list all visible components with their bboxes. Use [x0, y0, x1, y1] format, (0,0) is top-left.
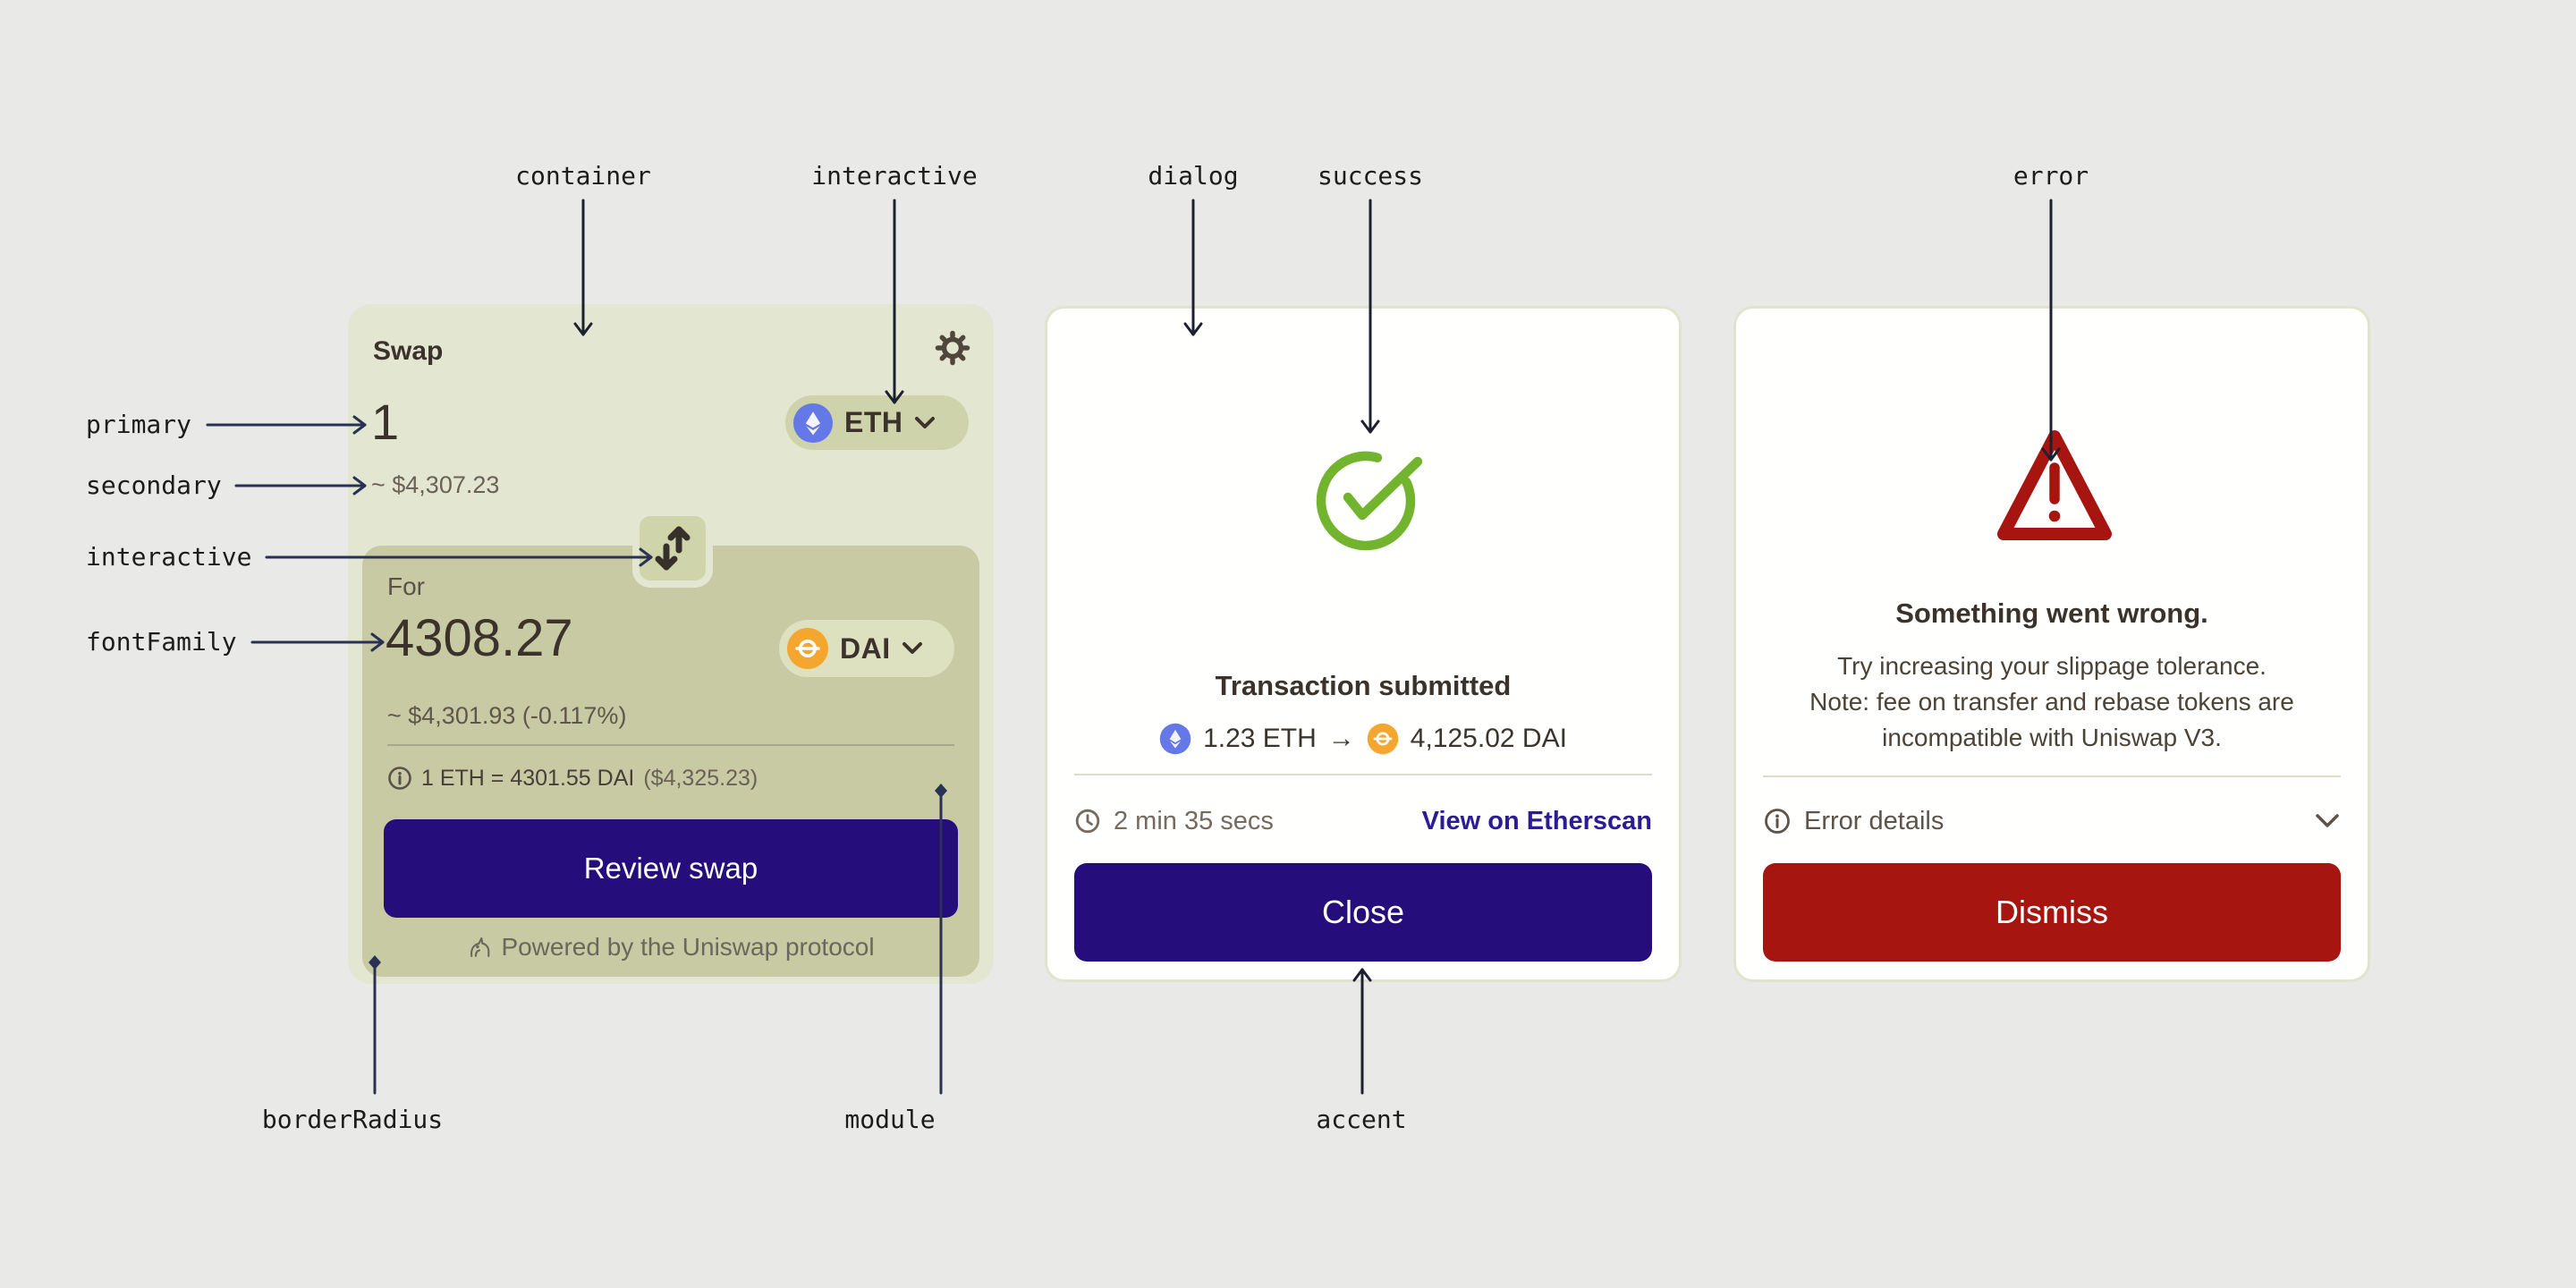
- error-details-expander[interactable]: Error details: [1763, 803, 2341, 839]
- eth-token-icon: [1159, 723, 1191, 755]
- success-dialog-title: Transaction submitted: [1215, 670, 1512, 701]
- annotation-accent: accent: [1316, 1105, 1407, 1134]
- annotation-interactive-top: interactive: [811, 161, 978, 191]
- review-swap-button[interactable]: Review swap: [384, 819, 958, 918]
- chevron-down-icon: [914, 416, 935, 428]
- dai-token-icon: [1367, 723, 1399, 755]
- sent-amount: 1.23 ETH: [1203, 724, 1317, 753]
- module-divider: [387, 744, 954, 746]
- error-body-line: Note: fee on transfer and rebase tokens …: [1809, 688, 2294, 716]
- annotation-success: success: [1317, 161, 1424, 191]
- exchange-rate-row: 1 ETH = 4301.55 DAI ($4,325.23): [387, 764, 758, 792]
- transaction-meta-row: 2 min 35 secs View on Etherscan: [1074, 803, 1652, 839]
- sell-amount-input[interactable]: 1: [371, 394, 400, 450]
- chevron-down-icon: [902, 642, 922, 654]
- swap-summary-row: 1.23 ETH → 4,125.02 DAI: [1047, 722, 1679, 756]
- settings-button[interactable]: [933, 328, 972, 368]
- transaction-duration: 2 min 35 secs: [1114, 806, 1274, 835]
- error-dialog-body: Try increasing your slippage tolerance. …: [1754, 648, 2350, 756]
- dai-token-icon: [787, 628, 828, 669]
- buy-token-label: DAI: [840, 631, 891, 665]
- annotation-module: module: [844, 1105, 936, 1134]
- annotation-font-family: fontFamily: [86, 627, 237, 657]
- uniswap-unicorn-icon: [470, 937, 490, 957]
- warning-triangle-icon: [1997, 430, 2112, 540]
- exchange-rate-value: 1 ETH = 4301.55 DAI: [421, 765, 635, 791]
- etherscan-link[interactable]: View on Etherscan: [1421, 806, 1652, 835]
- annotation-border-radius: borderRadius: [261, 1105, 444, 1134]
- success-check-icon: [1316, 451, 1423, 551]
- dialog-divider: [1763, 775, 2341, 777]
- clock-icon: [1075, 809, 1100, 834]
- exchange-rate-usd: ($4,325.23): [643, 765, 758, 791]
- received-amount: 4,125.02 DAI: [1410, 724, 1567, 753]
- gear-icon: [935, 330, 970, 366]
- swap-direction-button[interactable]: [632, 509, 713, 588]
- swap-card-title: Swap: [373, 336, 444, 366]
- annotation-primary: primary: [86, 410, 192, 439]
- annotation-dialog: dialog: [1148, 161, 1239, 191]
- info-icon: [1765, 809, 1790, 834]
- success-dialog: Transaction submitted 1.23 ETH → 4,125.0…: [1045, 306, 1682, 982]
- info-icon: [388, 767, 411, 790]
- annotation-interactive-left: interactive: [86, 542, 252, 572]
- error-dialog: Something went wrong. Try increasing you…: [1733, 306, 2370, 982]
- error-body-line: incompatible with Uniswap V3.: [1882, 724, 2222, 751]
- annotation-secondary: secondary: [86, 470, 222, 500]
- sell-token-label: ETH: [844, 406, 903, 438]
- arrow-right-glyph: →: [1327, 724, 1355, 753]
- close-button[interactable]: Close: [1074, 863, 1652, 962]
- buy-fiat-value: ~ $4,301.93 (-0.117%): [387, 702, 627, 729]
- swap-arrows-icon: [655, 526, 691, 571]
- buy-amount-input[interactable]: 4308.27: [386, 609, 573, 667]
- swap-card: Swap 1 ~ $4: [348, 304, 994, 984]
- error-details-label: Error details: [1804, 806, 1945, 835]
- powered-by-text: Powered by the Uniswap protocol: [501, 933, 875, 961]
- annotation-error: error: [2012, 161, 2089, 191]
- eth-token-icon: [792, 402, 834, 443]
- dialog-divider: [1074, 774, 1652, 775]
- buy-token-selector[interactable]: DAI: [779, 620, 954, 677]
- buy-field-label: For: [387, 572, 425, 600]
- powered-by-row: Powered by the Uniswap protocol: [362, 933, 979, 961]
- dismiss-button[interactable]: Dismiss: [1763, 863, 2341, 962]
- error-body-line: Try increasing your slippage tolerance.: [1837, 652, 2267, 680]
- buy-module: For 4308.27 DAI ~ $4,301.93 (-0.117%): [362, 509, 979, 977]
- annotation-container: container: [515, 161, 651, 191]
- chevron-down-icon[interactable]: [2314, 813, 2341, 829]
- error-dialog-title: Something went wrong.: [1895, 597, 2208, 629]
- sell-fiat-value: ~ $4,307.23: [371, 471, 500, 498]
- sell-token-selector[interactable]: ETH: [785, 395, 969, 450]
